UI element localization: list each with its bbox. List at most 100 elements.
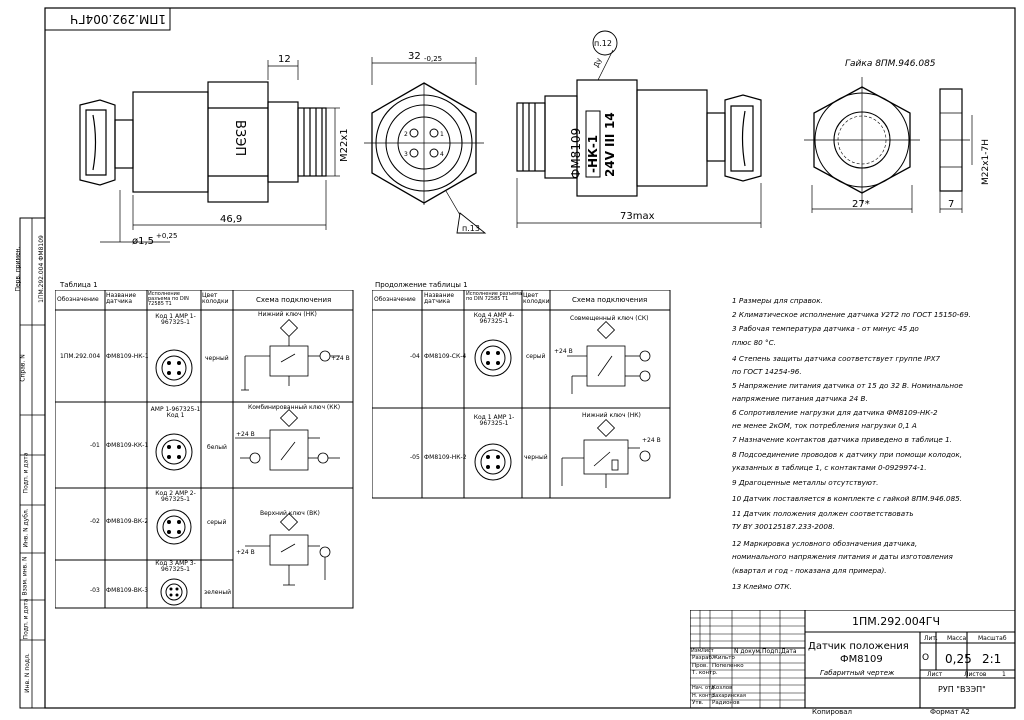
svg-text:+24 В: +24 В (331, 355, 350, 362)
note-6b: не менее 2кОМ, ток потребления нагрузки … (732, 421, 917, 430)
tb-lit-label: Лит. (924, 635, 938, 642)
tb-sheet-label: Лист (927, 671, 943, 678)
tb-org: РУП "ВЗЭП" (938, 685, 986, 694)
t2-r0-conn: Код 4 AMP 4-967325-1 (473, 312, 515, 325)
mark-cls: III (603, 134, 617, 147)
t1-r2-scheme: Верхний ключ (ВК) (260, 510, 320, 517)
table2: +24 В +24 В (372, 290, 671, 499)
note-12c: (квартал и год - показана для примера). (732, 566, 887, 575)
dim-wire-tol: +0,25 (156, 232, 177, 240)
dim-73max: 73max (620, 211, 655, 222)
tb-razrab-role: Разраб. (692, 655, 714, 661)
note-3: 3 Рабочая температура датчика - от минус… (732, 324, 919, 333)
title-block (690, 610, 1015, 708)
table1-caption: Таблица 1 (60, 281, 98, 289)
tb-scale-label: Масштаб (978, 635, 1007, 642)
t1-h-name: Название датчика (106, 292, 137, 305)
t1-r3-conn: Код 3 AMP 3-967325-1 (155, 560, 196, 573)
sidebar-sprav-label: Справ. N (19, 354, 27, 382)
t1-h-scheme: Схема подключения (256, 296, 332, 304)
tb-scale-value: 2:1 (982, 652, 1002, 666)
note-5b: напряжение питания датчика 24 В. (732, 394, 868, 403)
note-8: 8 Подсоединение проводов к датчику при п… (732, 450, 962, 459)
dim-32: 32 (408, 51, 421, 62)
svg-text:+24 В: +24 В (236, 431, 255, 438)
t1-r0-scheme: Нижний ключ (НК) (258, 311, 317, 318)
tb-nach-role: Нач. отд. (692, 685, 716, 691)
t1-r0-code: 1ПМ.292.004 (60, 353, 101, 360)
tb-nach-name: Козлов (712, 685, 733, 691)
t1-r0-conn: Код 1 AMP 1-967325-1 (155, 313, 196, 326)
footer-kopiroval: Копировал (812, 708, 852, 716)
dim-m22: М22х1 (339, 128, 350, 162)
t2-r0-code: -04 (410, 353, 420, 360)
note-13: 13 Клеймо ОТК. (732, 582, 792, 591)
t2-r1-code: -05 (410, 454, 420, 461)
t1-r3-name: ФМ8109-ВК-3 (106, 587, 149, 594)
mark-volt: 24V (603, 150, 617, 177)
t1-r1-color: белый (207, 444, 227, 451)
svg-text:+24 В: +24 В (236, 549, 255, 556)
tb-hdr-ndok: N докум. (734, 648, 762, 655)
dim-7: 7 (948, 199, 954, 210)
sidebar-podp-data-1: Подп. и дата (22, 452, 30, 494)
note-11: 11 Датчик положения должен соответствова… (732, 509, 914, 518)
t2-r1-conn: Код 1 AMP 1-967325-1 (473, 414, 515, 427)
t1-r3-code: -03 (90, 587, 100, 594)
tb-title-3: Габаритный чертеж (820, 669, 895, 677)
tb-doc-code: 1ПМ.292.004ГЧ (852, 615, 940, 628)
tb-utv-role: Утв. (692, 700, 704, 706)
svg-text:1: 1 (440, 131, 444, 138)
sidebar-perv-primen-value: 1ПМ.292.004 ФМ8109 (37, 235, 45, 303)
nut-title: Гайка 8ПМ.946.085 (845, 59, 936, 69)
mark-vzep: ВЗЭП (232, 120, 247, 156)
note-12: 12 Маркировка условного обозначения датч… (732, 539, 918, 548)
t1-r1-scheme: Комбинированный ключ (КК) (248, 404, 341, 411)
t2-h-code: Обозначение (374, 296, 416, 303)
t1-h-color: Цвет колодки (202, 292, 229, 305)
t1-h-conn: Исполнение разъема по DIN 72585 T1 (148, 291, 189, 307)
t2-h-name: Название датчика (424, 292, 455, 305)
t2-r0-scheme: Совмещенный ключ (СК) (570, 315, 649, 322)
t1-r1-conn: AMP 1-967325-1 Код 1 (150, 406, 201, 419)
dim-m22h: М22х1-7Н (981, 139, 991, 185)
callout-p12: п.12 (594, 39, 612, 48)
mark-nk: -НК-1 (586, 135, 600, 173)
t1-h-code: Обозначение (57, 296, 99, 303)
t2-r1-name: ФМ8109-НК-2 (424, 454, 467, 461)
dim-27: 27* (852, 199, 870, 210)
table2-caption: Продолжение таблицы 1 (375, 281, 468, 289)
tb-sheets-value: 1 (1002, 671, 1006, 678)
svg-text:2: 2 (404, 131, 408, 138)
tb-nkontr-name: Захаринская (712, 693, 746, 699)
note-8b: указанных в таблице 1, с контактами 0-09… (732, 463, 927, 472)
tb-utv-name: Радионов (712, 700, 740, 706)
callout-p13: п.13 (462, 224, 480, 233)
sidebar-inv-dubl: Инв. N дубл. (22, 508, 30, 548)
note-12b: номинального напряжения питания и даты и… (732, 552, 953, 561)
note-4: 4 Степень защиты датчика соответствует г… (732, 354, 941, 363)
t2-h-scheme: Схема подключения (572, 296, 648, 304)
t1-r0-color: черный (205, 355, 229, 362)
note-11b: ТУ BY 300125187.233-2008. (732, 522, 835, 531)
label-du: Ду (592, 57, 603, 69)
footer-format: Формат А2 (930, 708, 970, 716)
tb-sheets-label: Листов (964, 671, 987, 678)
dim-wire: ø1,5 (132, 236, 154, 247)
t1-r1-name: ФМ8109-КК-1 (106, 442, 149, 449)
tb-mass-label: Масса (947, 635, 967, 642)
sensor-front-view: 2 1 3 4 32 -0,25 п.13 (364, 51, 487, 234)
sidebar-vzam-inv: Взам. инв. N (21, 556, 29, 596)
t1-r2-code: -02 (90, 518, 100, 525)
tb-lit-value: О (922, 653, 930, 663)
tb-hdr-izm: Изм. (691, 648, 703, 654)
tb-mass-value: 0,25 (945, 652, 972, 666)
note-2: 2 Климатическое исполнение датчика У2Т2 … (732, 310, 971, 319)
t2-h-color: Цвет колодки (523, 292, 550, 305)
nut-views: 27* М22х1-7Н 7 (804, 77, 991, 213)
t2-r1-scheme: Нижний ключ (НК) (582, 412, 641, 419)
tb-prov-role: Пров. (692, 663, 708, 669)
tb-razrab-name: Жильто (712, 655, 735, 661)
table1: +24 В +24 В +24 В (55, 290, 354, 609)
